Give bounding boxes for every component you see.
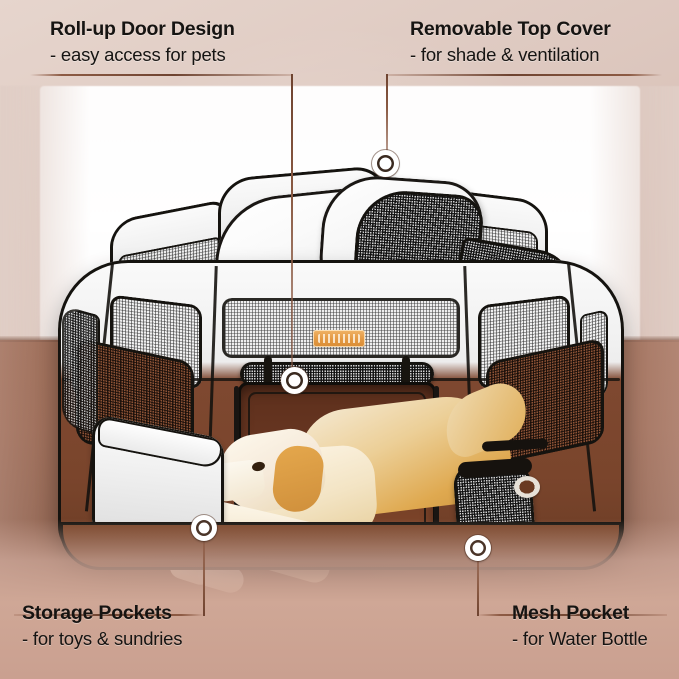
front-mesh-panel-center [222, 298, 460, 358]
callout-marker-removable-top-cover[interactable] [372, 150, 399, 177]
callout-marker-roll-up-door[interactable] [281, 367, 308, 394]
leader-rule-bottom-right [477, 614, 667, 616]
leader-line-top-left [291, 74, 293, 374]
brand-logo-text [318, 334, 360, 343]
callout-title: Storage Pockets [22, 602, 172, 624]
roll-up-door-strap-left [264, 356, 272, 388]
callout-subtitle: - easy access for pets [50, 44, 226, 65]
leader-line-top-right [386, 74, 388, 158]
callout-mesh-pocket: Mesh Pocket - for Water Bottle [512, 602, 648, 650]
callout-title: Roll-up Door Design [50, 18, 235, 40]
marker-inner-ring [377, 155, 394, 172]
marker-inner-ring [196, 520, 212, 536]
callout-subtitle: - for shade & ventilation [410, 44, 600, 65]
leader-rule-top-left [30, 74, 292, 76]
leader-line-bottom-left [203, 532, 205, 616]
grommet-vent-right [514, 476, 540, 498]
roll-up-door-strap-right [402, 356, 410, 388]
leader-rule-bottom-left [14, 614, 204, 616]
foreground-fade-band [0, 519, 679, 679]
callout-subtitle: - for Water Bottle [512, 628, 648, 649]
leader-line-bottom-right [477, 552, 479, 616]
leader-rule-top-right [386, 74, 662, 76]
callout-roll-up-door: Roll-up Door Design - easy access for pe… [50, 18, 235, 66]
callout-marker-mesh-pocket[interactable] [465, 535, 491, 561]
marker-inner-ring [286, 372, 303, 389]
callout-subtitle: - for toys & sundries [22, 628, 183, 649]
callout-marker-storage-pockets[interactable] [191, 515, 217, 541]
callout-removable-top-cover: Removable Top Cover - for shade & ventil… [410, 18, 611, 66]
callout-title: Mesh Pocket [512, 602, 630, 624]
callout-storage-pockets: Storage Pockets - for toys & sundries [22, 602, 183, 650]
callout-title: Removable Top Cover [410, 18, 611, 40]
marker-inner-ring [470, 540, 486, 556]
corner-mesh-left [62, 304, 98, 436]
